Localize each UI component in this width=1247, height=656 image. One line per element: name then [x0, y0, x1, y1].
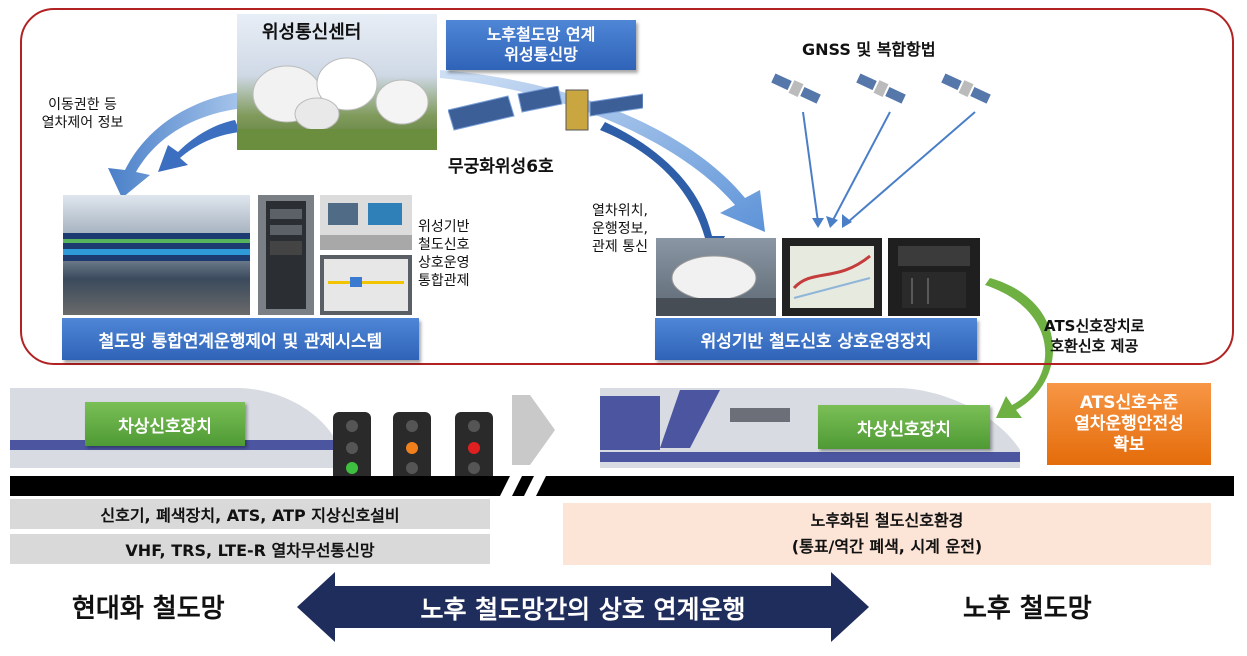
ats-provide-line1: ATS신호장치로: [1044, 317, 1145, 335]
ats-safety-line2: 열차운행안전성: [1074, 413, 1184, 434]
ats-provide-text: ATS신호장치로 호환신호 제공: [1044, 316, 1144, 356]
right-infra-line2: (통표/역간 폐색, 시계 운전): [791, 537, 983, 556]
onboard-signal-device-right: 차상신호장치: [818, 405, 990, 449]
network-line2: 위성통신망: [504, 45, 578, 64]
modern-railway-label: 현대화 철도망: [72, 594, 225, 624]
signal-unit-photo: [888, 238, 980, 316]
control-screen-photo: [320, 255, 412, 315]
signal-device-label: 위성기반 철도신호 상호운영장치: [655, 318, 977, 360]
control-info-line2: 열차제어 정보: [41, 115, 124, 131]
integrated-line1: 위성기반: [418, 219, 470, 235]
integrated-line2: 철도신호: [418, 237, 470, 253]
ats-safety-box: ATS신호수준 열차운행안전성 확보: [1047, 383, 1211, 465]
control-system-label: 철도망 통합연계운행제어 및 관제시스템: [62, 318, 419, 360]
integrated-line4: 통합관제: [418, 273, 470, 289]
ats-safety-line1: ATS신호수준: [1079, 392, 1179, 413]
gnss-signal-line: [831, 111, 891, 223]
control-info-text: 이동권한 등 열차제어 정보: [30, 96, 135, 132]
onboard-signal-device-left: 차상신호장치: [85, 402, 245, 446]
network-line1: 노후철도망 연계: [486, 25, 596, 44]
gnss-label: GNSS 및 복합항법: [802, 40, 936, 59]
satellite-name: 무궁화위성6호: [448, 157, 554, 177]
satellite-center-photo: [237, 14, 437, 150]
right-infra-box: 노후화된 철도신호환경 (통표/역간 폐색, 시계 운전): [563, 503, 1211, 565]
left-infra-line1: 신호기, 폐색장치, ATS, ATP 지상신호설비: [10, 499, 490, 529]
workstation-photo: [320, 195, 412, 250]
traffic-light-red: [455, 412, 493, 484]
satellite-antenna-photo: [656, 238, 776, 316]
right-infra-line1: 노후화된 철도신호환경: [810, 511, 964, 530]
ats-provide-line2: 호환신호 제공: [1050, 337, 1139, 355]
train-info-line1: 열차위치,: [592, 203, 648, 219]
map-tablet-photo: [782, 238, 882, 316]
satellite-center-title: 위성통신센터: [262, 22, 362, 43]
ats-signal-arrow: [985, 278, 1054, 418]
ats-safety-line3: 확보: [1113, 434, 1145, 455]
control-room-photo: [63, 195, 250, 315]
satellite-system-frame: [20, 8, 1234, 365]
direction-chevron: [512, 395, 555, 465]
train-info-arrow: [440, 70, 765, 232]
control-info-arrow-tail: [158, 120, 240, 172]
bidirectional-arrow: [297, 572, 869, 642]
traffic-light-yellow: [393, 412, 431, 484]
traffic-light-green: [333, 412, 371, 484]
integrated-line3: 상호운영: [418, 255, 470, 271]
train-info-line3: 관제 통신: [592, 239, 648, 255]
interoperation-label: 노후 철도망간의 상호 연계운행: [420, 595, 746, 624]
server-rack-photo: [258, 195, 314, 315]
railway-track-line: [10, 476, 1234, 496]
satellite-network-box: 노후철도망 연계 위성통신망: [446, 20, 636, 70]
gnss-satellites-icon: [771, 73, 991, 104]
train-info-text: 열차위치, 운행정보, 관제 통신: [592, 202, 648, 256]
left-infra-line2: VHF, TRS, LTE-R 열차무선통신망: [10, 534, 490, 564]
gnss-signal-line: [847, 111, 976, 223]
train-info-line2: 운행정보,: [592, 221, 648, 237]
gnss-signal-line: [802, 111, 819, 223]
old-railway-label: 노후 철도망: [963, 594, 1092, 624]
integrated-control-text: 위성기반 철도신호 상호운영 통합관제: [418, 218, 470, 290]
control-info-arrow: [108, 92, 245, 198]
koreasat6-satellite-icon: [448, 86, 643, 131]
control-info-line1: 이동권한 등: [48, 97, 117, 113]
